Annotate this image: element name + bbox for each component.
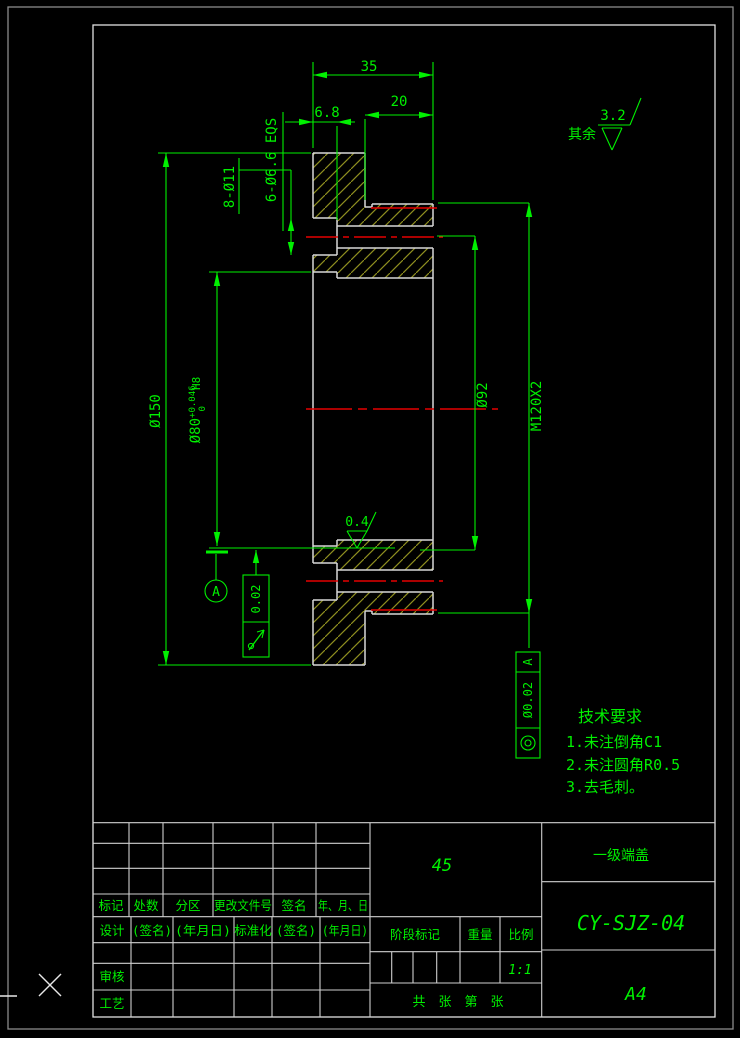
- sign-row-cell: (签名): [276, 923, 316, 938]
- title-block-grid: [93, 822, 715, 1017]
- fcf-concentricity-frame: [515, 651, 541, 759]
- scale-label: 比例: [508, 927, 533, 942]
- dim-total-width: [312, 62, 434, 200]
- dim-text-20: 20: [391, 94, 408, 110]
- dim-text-d80: Ø80+0.0460H8: [188, 377, 208, 443]
- roughness-general-prefix: 其余: [568, 126, 596, 143]
- datum-a: [204, 550, 228, 603]
- scale-value: 1:1: [508, 963, 531, 978]
- surface-roughness-general-icon: [598, 97, 642, 151]
- sheet-text: 共 张 第 张: [412, 995, 503, 1010]
- dim-boss-length: [364, 114, 433, 200]
- revision-header-cell: 标记: [98, 898, 124, 913]
- dim-thread: [438, 202, 530, 648]
- fcf-conc-value: Ø0.02: [521, 682, 535, 718]
- part-name: 一级端盖: [593, 848, 649, 864]
- roughness-bore-value: 0.4: [345, 515, 369, 530]
- dim-counterbore-holes-leader: [238, 158, 292, 255]
- fcf-conc-datum: A: [521, 658, 535, 666]
- tech-req-title: 技术要求: [578, 707, 642, 726]
- drawing-number: CY-SJZ-04: [577, 911, 685, 935]
- datum-label: A: [212, 585, 220, 600]
- fcf-runout-value: 0.02: [249, 585, 263, 614]
- sign-row-cell: 设计: [99, 923, 124, 938]
- dim-text-6-8: 6.8: [314, 105, 339, 121]
- dim-text-d92: Ø92: [475, 382, 491, 407]
- centerlines: [306, 207, 498, 611]
- sign-row-cell: (年月日): [175, 923, 231, 938]
- dim-text-m120x2: M120X2: [529, 381, 545, 432]
- drawing-frame: [92, 24, 716, 1018]
- sign-row-cell: (年月日): [322, 923, 368, 938]
- dim-text-d150: Ø150: [148, 394, 164, 428]
- paper-size: A4: [624, 984, 647, 1005]
- dim-text-8-d11: 8-Ø11: [222, 166, 238, 208]
- process-label: 工艺: [99, 996, 124, 1011]
- crosshair-cursor-icon[interactable]: [0, 973, 62, 997]
- revision-header-cell: 处数: [133, 898, 159, 913]
- dim-flange-diameter: [158, 152, 311, 666]
- material-value: 45: [432, 856, 452, 876]
- sign-row-cell: (签名): [132, 923, 172, 938]
- circular-runout-icon: [247, 629, 265, 651]
- stage-label: 阶段标记: [390, 927, 441, 942]
- tech-req-item: 3.去毛刺。: [566, 778, 644, 796]
- dim-inner-diameter: [420, 235, 476, 551]
- surface-roughness-bore-icon: [346, 511, 377, 549]
- tech-req-item: 2.未注圆角R0.5: [566, 756, 680, 774]
- tech-req-item: 1.未注倒角C1: [566, 733, 662, 751]
- review-label: 审核: [99, 969, 125, 984]
- concentricity-icon: [520, 735, 536, 751]
- revision-header-cell: 签名: [281, 898, 306, 913]
- sign-row-cell: 标准化: [234, 923, 272, 938]
- weight-label: 重量: [467, 927, 492, 942]
- roughness-general-value: 3.2: [600, 108, 625, 124]
- dim-bore-diameter: [209, 271, 395, 549]
- technical-requirements: 技术要求 1.未注倒角C1 2.未注圆角R0.5 3.去毛刺。: [566, 707, 680, 796]
- revision-header-cell: 年、月、日: [318, 898, 368, 913]
- dimension-arrows: [162, 71, 533, 665]
- dim-text-35: 35: [361, 59, 378, 75]
- paper-border: [7, 6, 734, 1030]
- revision-header-cell: 分区: [175, 898, 200, 913]
- dim-text-6-d66: 6-Ø6.6 EQS: [264, 118, 280, 202]
- revision-header-cell: 更改文件号: [214, 898, 272, 913]
